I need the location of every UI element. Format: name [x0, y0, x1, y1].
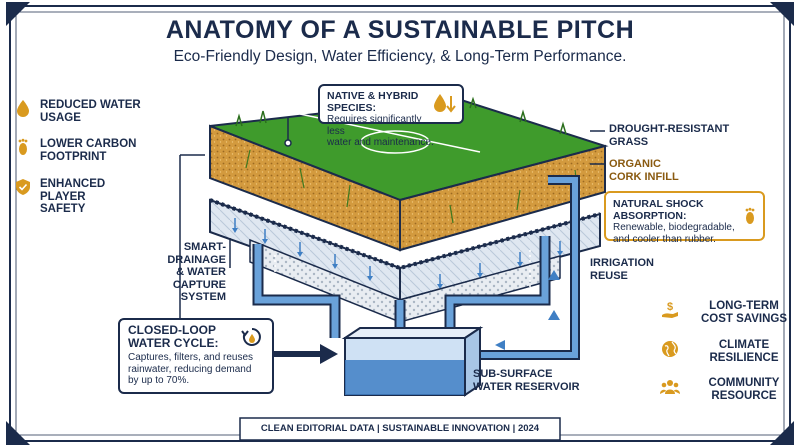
- label-cork-infill: ORGANIC CORK INFILL: [609, 158, 679, 183]
- label-drought-grass: DROUGHT-RESISTANT GRASS: [609, 123, 730, 148]
- page-subtitle: Eco-Friendly Design, Water Efficiency, &…: [173, 48, 627, 65]
- cork-infill-layer: [209, 124, 606, 252]
- callout-title: NATURAL SHOCK ABSORPTION:: [613, 198, 704, 222]
- money-hand-icon: $: [662, 301, 678, 318]
- benefit-label: COMMUNITY RESOURCE: [708, 377, 780, 402]
- flow-arrows: [495, 270, 560, 350]
- benefit-climate: CLIMATE RESILIENCE: [660, 339, 800, 364]
- benefit-label: LOWER CARBON FOOTPRINT: [40, 138, 137, 163]
- benefit-community: COMMUNITY RESOURCE: [660, 377, 800, 402]
- label-water-reservoir: SUB-SURFACE WATER RESERVOIR: [473, 368, 580, 393]
- callout-desc: Captures, filters, and reuses rainwater,…: [128, 352, 254, 386]
- footprint-icon: [745, 207, 755, 224]
- recycle-icon: [241, 328, 261, 346]
- benefit-label: LONG-TERM COST SAVINGS: [700, 300, 788, 325]
- benefit-lower-carbon: LOWER CARBON FOOTPRINT: [14, 138, 150, 163]
- people-icon: [660, 380, 680, 394]
- svg-text:$: $: [667, 301, 673, 313]
- benefit-cost-savings: $ LONG-TERM COST SAVINGS: [660, 300, 800, 325]
- globe-icon: [662, 341, 678, 357]
- page-title: ANATOMY OF A SUSTAINABLE PITCH: [165, 16, 635, 44]
- benefit-label: REDUCED WATER USAGE: [40, 99, 141, 124]
- water-drop-icon: [17, 100, 29, 117]
- shield-check-icon: [16, 179, 30, 195]
- water-drop-down-icon: [434, 94, 456, 113]
- callout-closed-loop: CLOSED-LOOP WATER CYCLE: Captures, filte…: [118, 318, 274, 394]
- callout-title: CLOSED-LOOP WATER CYCLE:: [128, 323, 219, 350]
- callout-shock-absorption: NATURAL SHOCK ABSORPTION: Renewable, bio…: [604, 191, 765, 245]
- callout-native-species: NATIVE & HYBRID SPECIES: Requires signif…: [318, 84, 464, 148]
- benefit-player-safety: ENHANCED PLAYER SAFETY: [14, 178, 150, 216]
- callout-title: NATIVE & HYBRID SPECIES:: [327, 90, 419, 114]
- footer-credit: CLEAN EDITORIAL DATA | SUSTAINABLE INNOV…: [260, 423, 540, 434]
- callout-desc: Renewable, biodegradable, and cooler tha…: [613, 222, 735, 245]
- callout-desc: Requires significantly less water and ma…: [327, 114, 434, 148]
- water-pipes: [252, 175, 580, 360]
- label-smart-drainage: SMART-DRAINAGE & WATER CAPTURE SYSTEM: [167, 241, 226, 303]
- benefit-reduced-water: REDUCED WATER USAGE: [14, 99, 150, 124]
- water-reservoir-tank: [341, 326, 484, 397]
- drainage-layer: [209, 198, 601, 302]
- label-irrigation-reuse: IRRIGATION REUSE: [590, 257, 654, 282]
- footprint-icon: [18, 138, 28, 155]
- benefit-label: CLIMATE RESILIENCE: [709, 339, 779, 364]
- benefit-label: ENHANCED PLAYER SAFETY: [40, 178, 106, 215]
